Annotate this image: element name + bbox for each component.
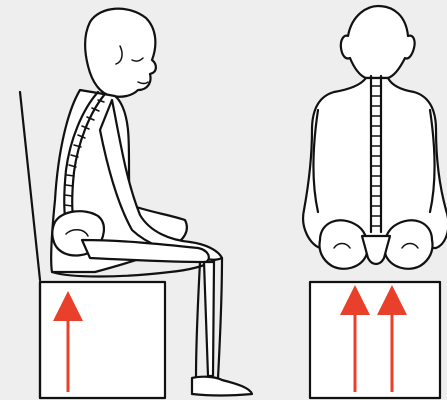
side-head xyxy=(85,9,156,97)
back-view xyxy=(303,6,447,398)
back-torso xyxy=(303,78,447,248)
side-foot xyxy=(192,377,252,396)
side-view xyxy=(20,9,252,398)
side-lower-leg xyxy=(196,258,222,378)
back-seat-box xyxy=(310,282,440,398)
side-seat-box xyxy=(40,282,165,398)
back-head xyxy=(341,6,415,78)
chair-back xyxy=(20,92,40,280)
